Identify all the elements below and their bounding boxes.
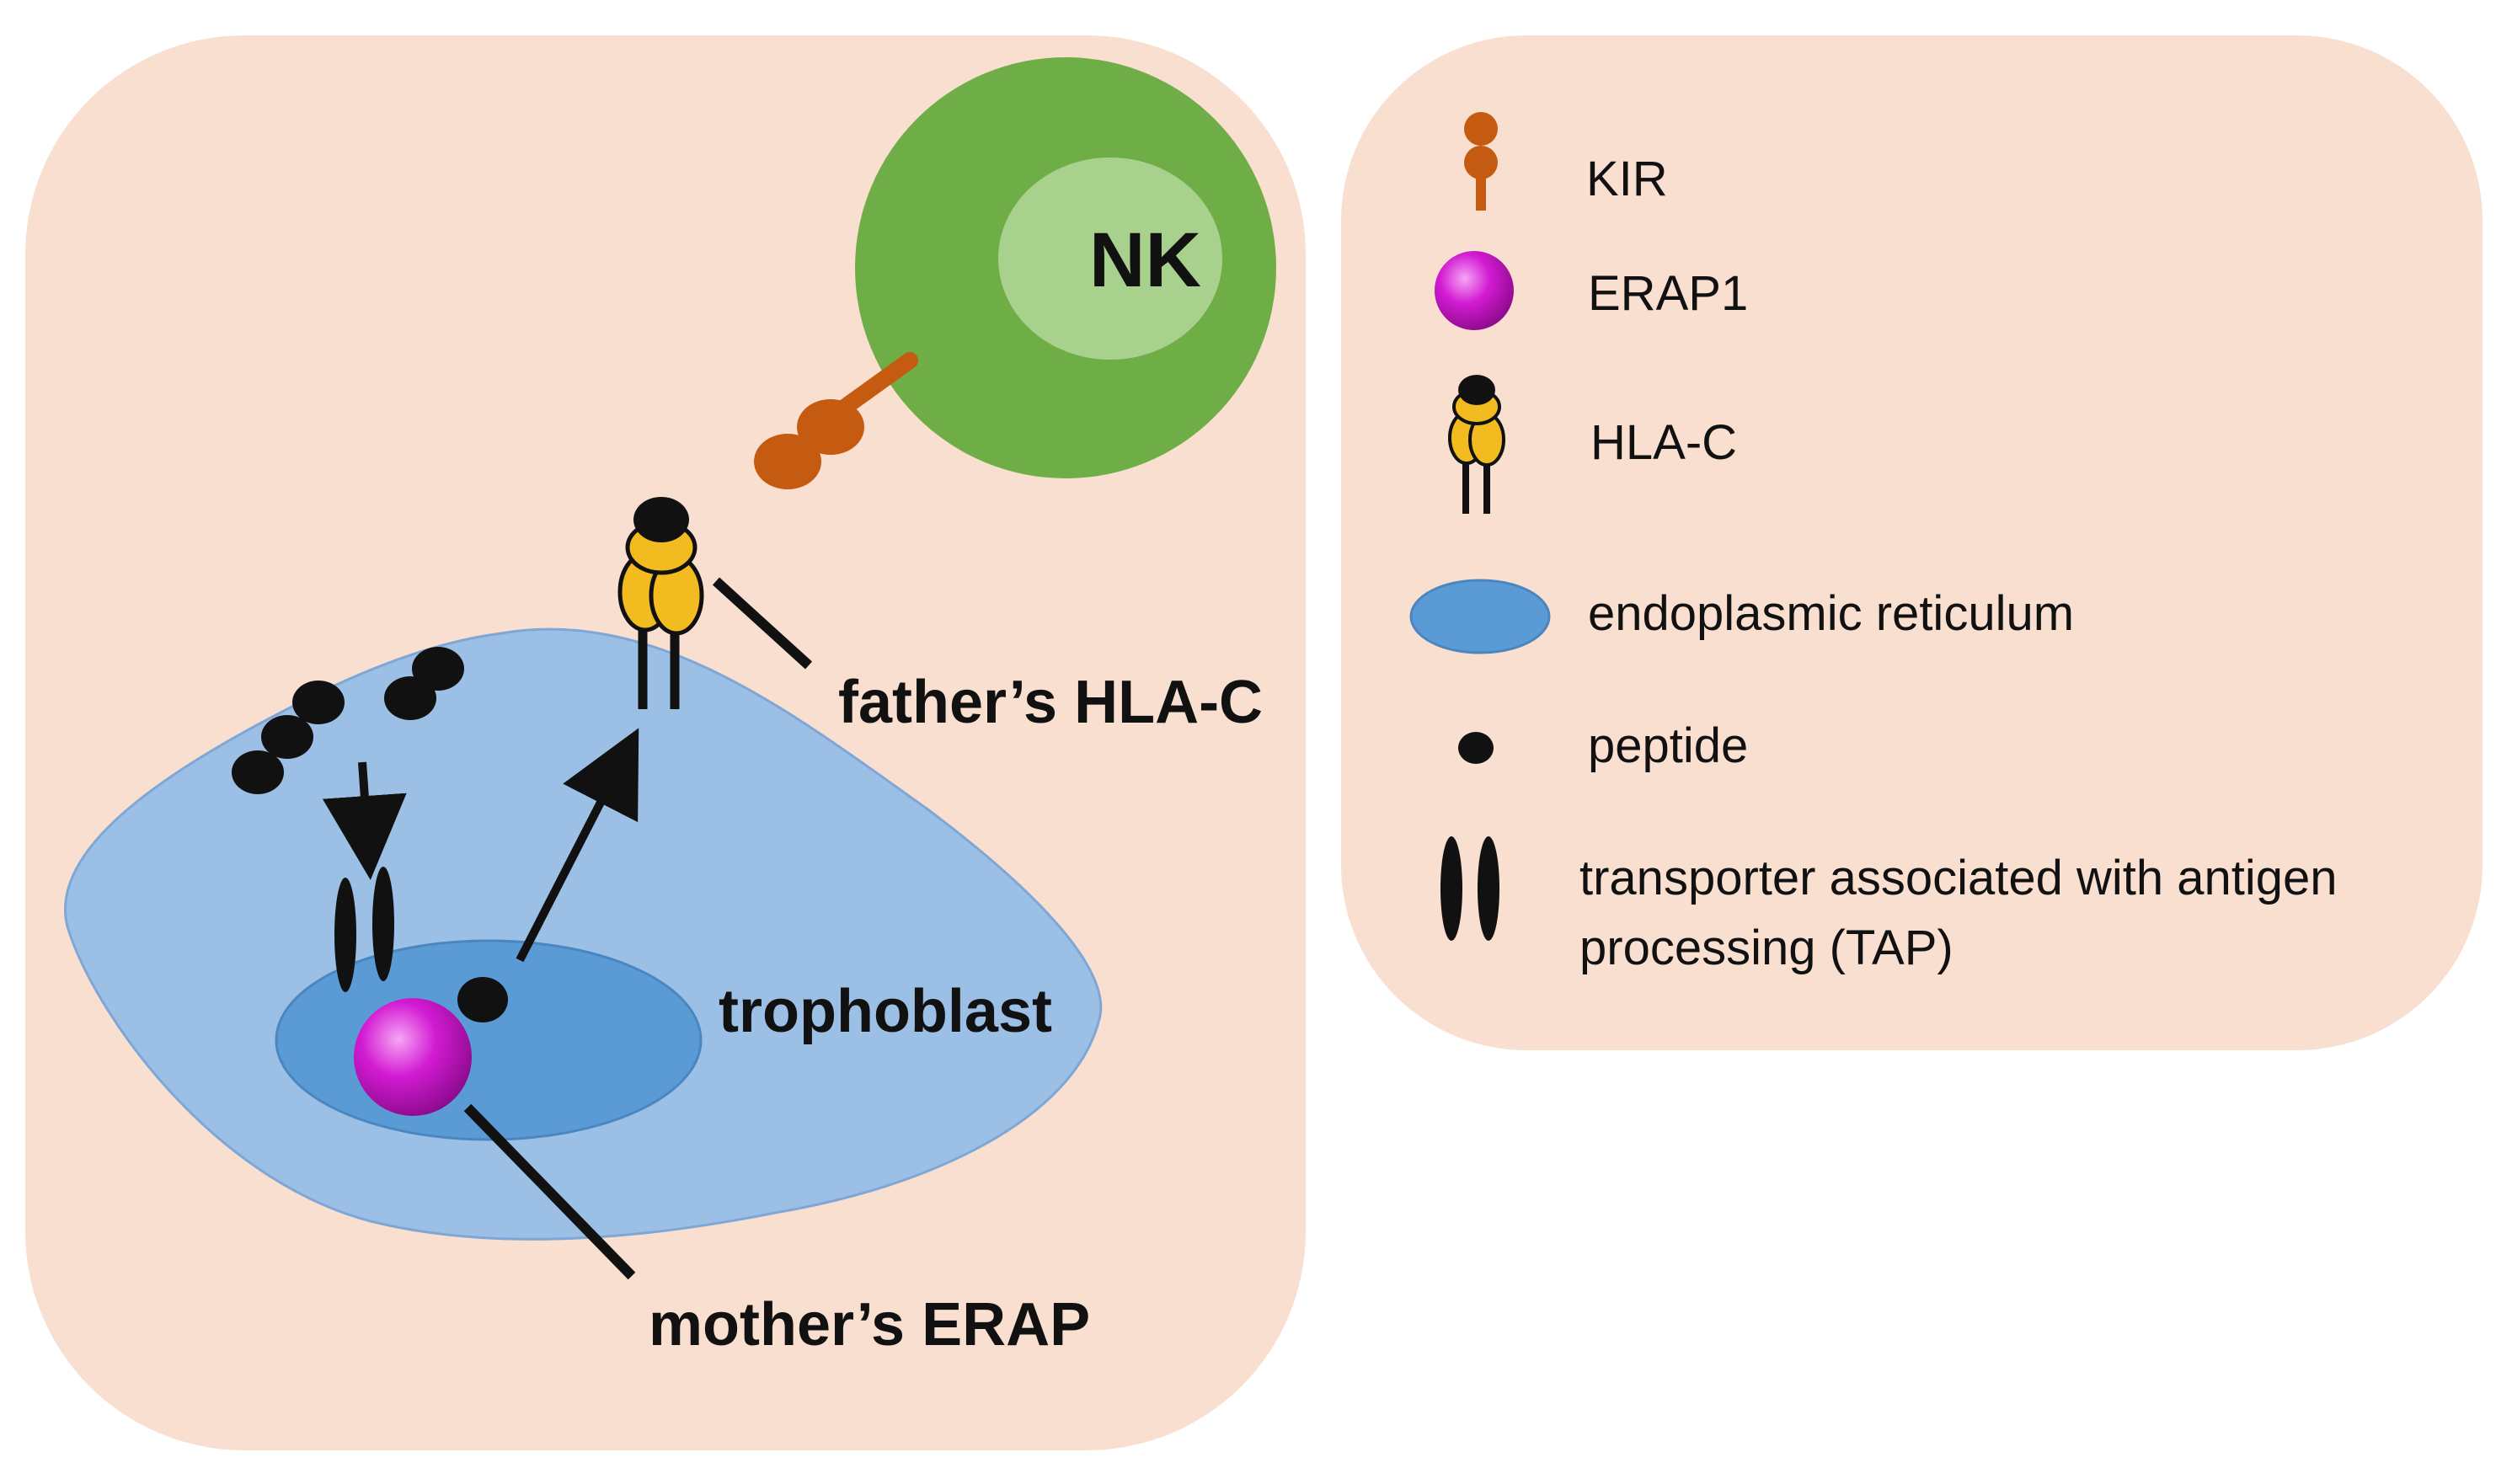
legend-tap-line1: transporter associated with antigen	[1579, 851, 2338, 905]
nk-label: NK	[1089, 217, 1201, 303]
erap1-legend-icon	[1435, 251, 1514, 330]
kir-receptor	[754, 352, 918, 489]
legend-kir: KIR	[1586, 152, 1668, 206]
er-legend-icon	[1409, 579, 1551, 654]
hla-c-legend-icon	[1448, 375, 1505, 514]
tap-transporter	[334, 867, 394, 992]
nk-cell: NK	[855, 57, 1276, 478]
mother-erap-label: mother’s ERAP	[649, 1291, 1090, 1359]
legend-er: endoplasmic reticulum	[1588, 586, 2074, 641]
export-arrow	[516, 728, 639, 963]
legend-panel	[1341, 35, 2483, 1050]
import-arrow	[322, 761, 407, 880]
hla-c-molecule	[617, 497, 704, 709]
er-peptide	[457, 977, 508, 1022]
hla-callout-line	[712, 577, 813, 670]
erap-callout-line	[463, 1103, 636, 1280]
kir-legend-icon	[1464, 112, 1498, 211]
tap-legend-icon	[1440, 836, 1499, 941]
father-hla-label: father’s HLA-C	[838, 669, 1263, 736]
peptide-cluster	[232, 647, 464, 794]
legend-erap1: ERAP1	[1588, 266, 1748, 321]
legend-peptide: peptide	[1588, 718, 1748, 773]
erap1-sphere	[354, 998, 472, 1116]
legend-tap-line2: processing (TAP)	[1579, 921, 1953, 975]
legend-hla-c: HLA-C	[1590, 415, 1737, 470]
trophoblast-label: trophoblast	[719, 978, 1052, 1045]
peptide-legend-icon	[1458, 732, 1494, 764]
